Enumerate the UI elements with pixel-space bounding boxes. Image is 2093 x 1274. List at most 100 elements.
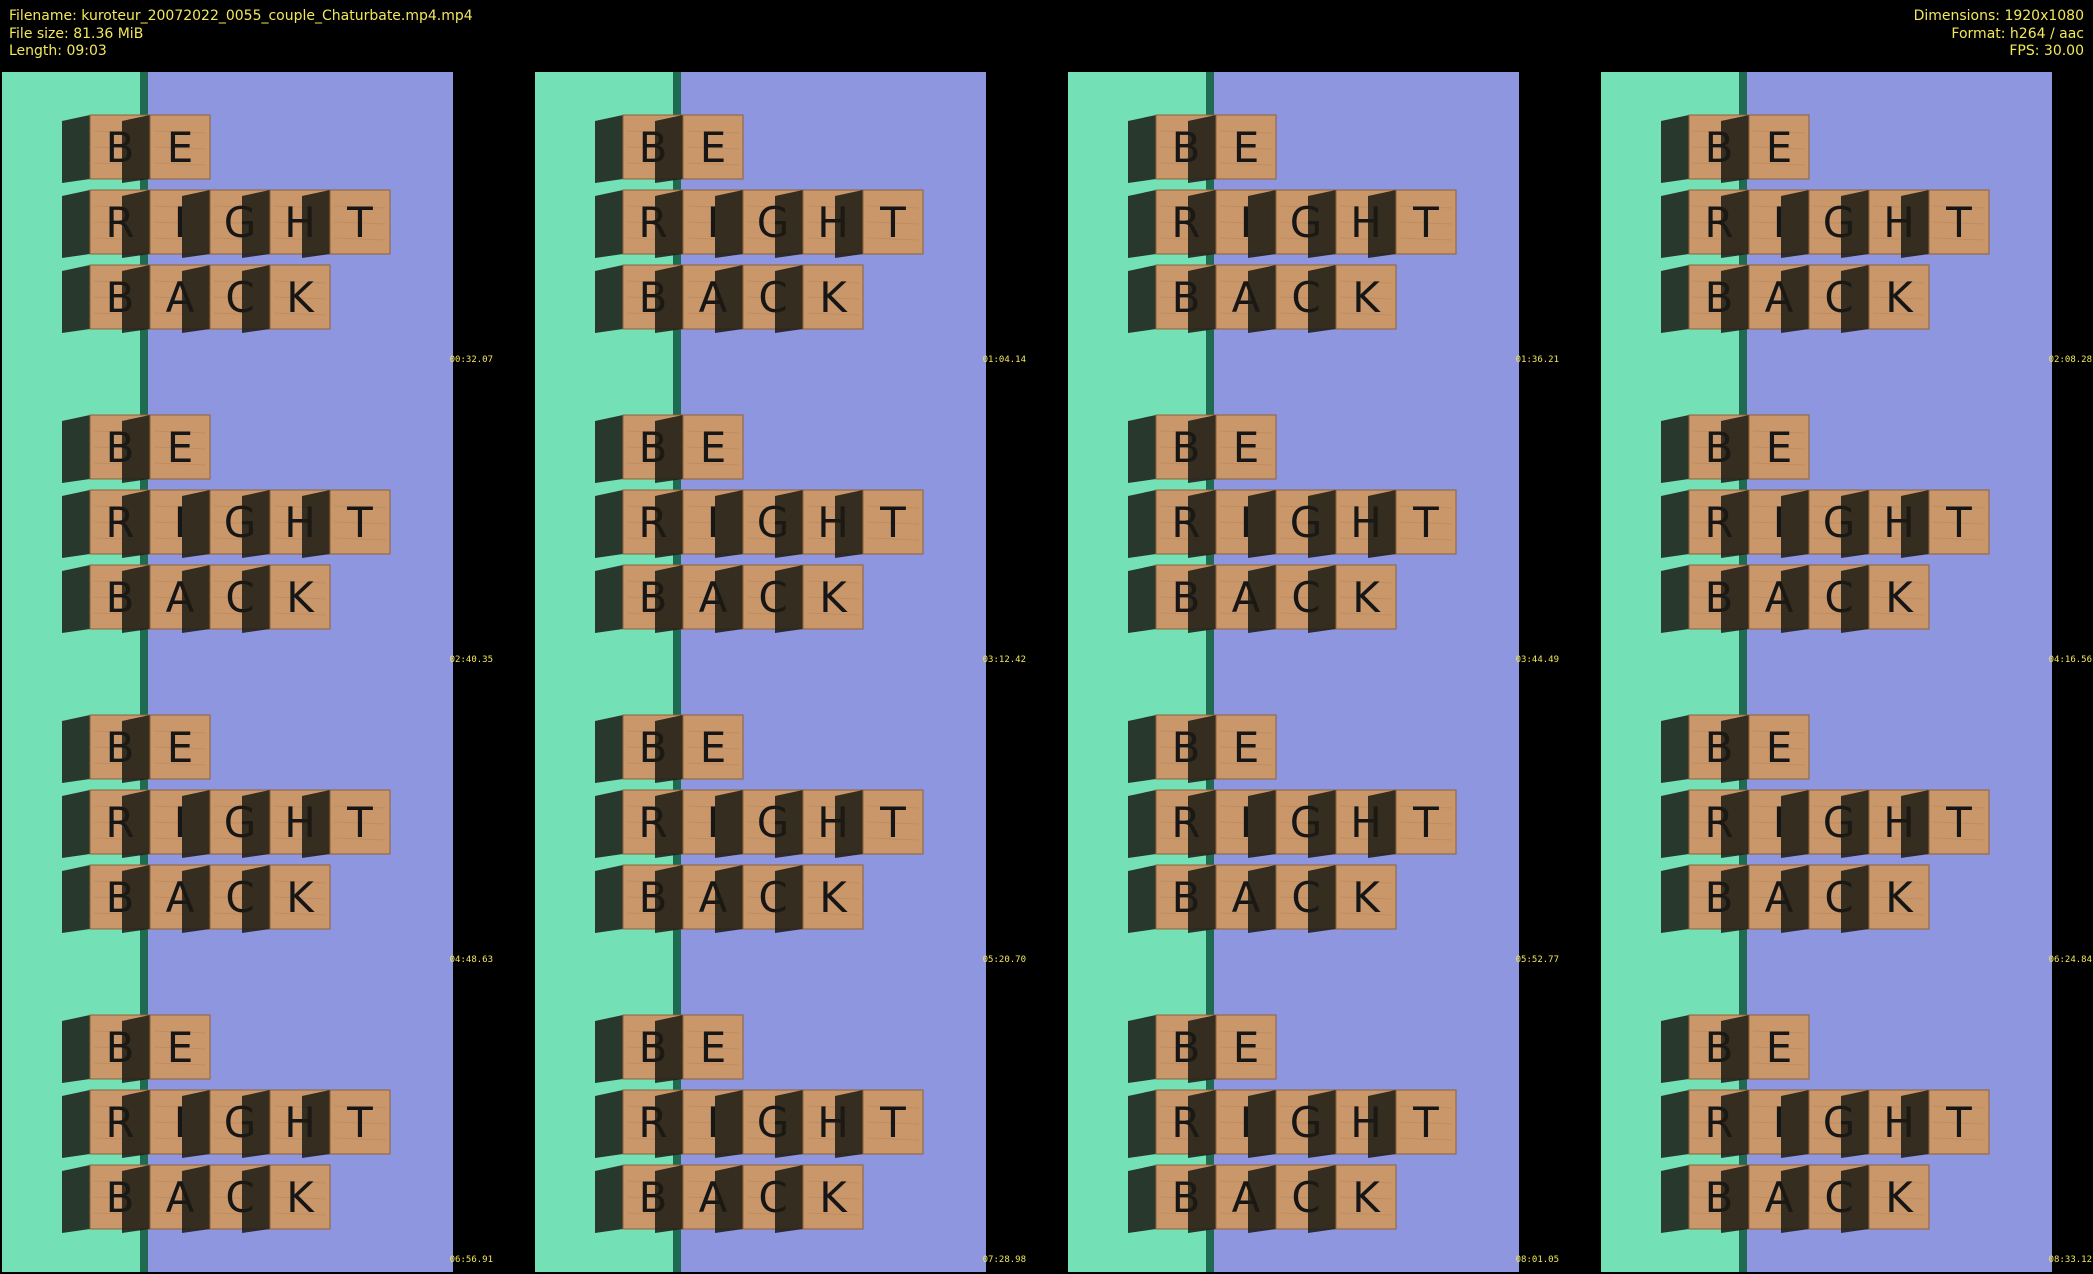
tile-letter: T xyxy=(346,1098,373,1147)
letter-tile: K xyxy=(1841,264,1930,333)
letter-tile: I xyxy=(1721,789,1810,858)
letter-tile: E xyxy=(655,114,744,183)
filesize-label: File size: 81.36 MiB xyxy=(9,25,144,42)
letter-tile: E xyxy=(122,414,211,483)
frame-timestamp: 04:48.63 xyxy=(449,955,493,965)
tile-letter: T xyxy=(346,798,373,847)
tile-letter: T xyxy=(879,198,906,247)
file-info: Filename: kuroteur_20072022_0055_couple_… xyxy=(9,8,473,61)
tile-letter: T xyxy=(1945,498,1972,547)
letter-tile: T xyxy=(1901,789,1990,858)
letter-tile: E xyxy=(1721,714,1810,783)
fps-label: FPS: 30.00 xyxy=(2009,43,2084,59)
letter-tile: T xyxy=(1368,1089,1457,1158)
tile-letter: K xyxy=(286,873,315,922)
tile-letter: T xyxy=(1945,798,1972,847)
tile-letter: E xyxy=(700,123,727,172)
letter-tile: K xyxy=(242,264,331,333)
tile-letter: T xyxy=(346,498,373,547)
filename-label: Filename: kuroteur_20072022_0055_couple_… xyxy=(9,8,473,24)
tile-letter: K xyxy=(1352,1173,1381,1222)
tile-letter: T xyxy=(346,198,373,247)
letter-tile: H xyxy=(1841,189,1930,258)
letter-tile: E xyxy=(1188,1014,1277,1083)
tile-letter: K xyxy=(1885,273,1914,322)
tile-letter: E xyxy=(1233,723,1260,772)
tile-letter: E xyxy=(700,723,727,772)
letter-tile: E xyxy=(122,114,211,183)
tile-letter: T xyxy=(879,1098,906,1147)
letter-tile: K xyxy=(775,564,864,633)
letter-tile: K xyxy=(1308,1164,1397,1233)
letter-tile: A xyxy=(122,1164,211,1233)
tile-letter: K xyxy=(1352,273,1381,322)
letter-tile: T xyxy=(1368,789,1457,858)
letter-tile: K xyxy=(775,264,864,333)
tile-letter: T xyxy=(879,798,906,847)
tile-letter: T xyxy=(879,498,906,547)
letter-tile: T xyxy=(835,489,924,558)
letter-tile: K xyxy=(1841,564,1930,633)
frame-timestamp: 01:04.14 xyxy=(982,355,1026,365)
tile-letter: E xyxy=(167,123,194,172)
tile-letter: E xyxy=(1766,723,1793,772)
frame-timestamp: 08:01.05 xyxy=(1515,1255,1559,1265)
tile-letter: K xyxy=(1352,873,1381,922)
letter-tile: K xyxy=(1308,864,1397,933)
frame-timestamp: 05:52.77 xyxy=(1515,955,1559,965)
letter-tile: T xyxy=(302,789,391,858)
format-label: Format: h264 / aac xyxy=(1951,25,2084,42)
tile-letter: E xyxy=(167,723,194,772)
tile-letter: E xyxy=(700,1023,727,1072)
tile-letter: E xyxy=(1233,423,1260,472)
letter-tile: K xyxy=(1841,1164,1930,1233)
tile-letter: T xyxy=(1945,1098,1972,1147)
letter-tile: K xyxy=(242,564,331,633)
letter-tile: T xyxy=(1901,189,1990,258)
letter-tile: T xyxy=(302,189,391,258)
letter-tile: T xyxy=(835,789,924,858)
letter-tile: E xyxy=(655,714,744,783)
letter-tile: T xyxy=(302,489,391,558)
letter-tile: K xyxy=(1308,564,1397,633)
tile-letter: K xyxy=(286,1173,315,1222)
letter-tile: E xyxy=(1721,414,1810,483)
dimensions-label: Dimensions: 1920x1080 xyxy=(1913,8,2084,24)
letter-tile: K xyxy=(1308,264,1397,333)
tile-letter: K xyxy=(819,873,848,922)
